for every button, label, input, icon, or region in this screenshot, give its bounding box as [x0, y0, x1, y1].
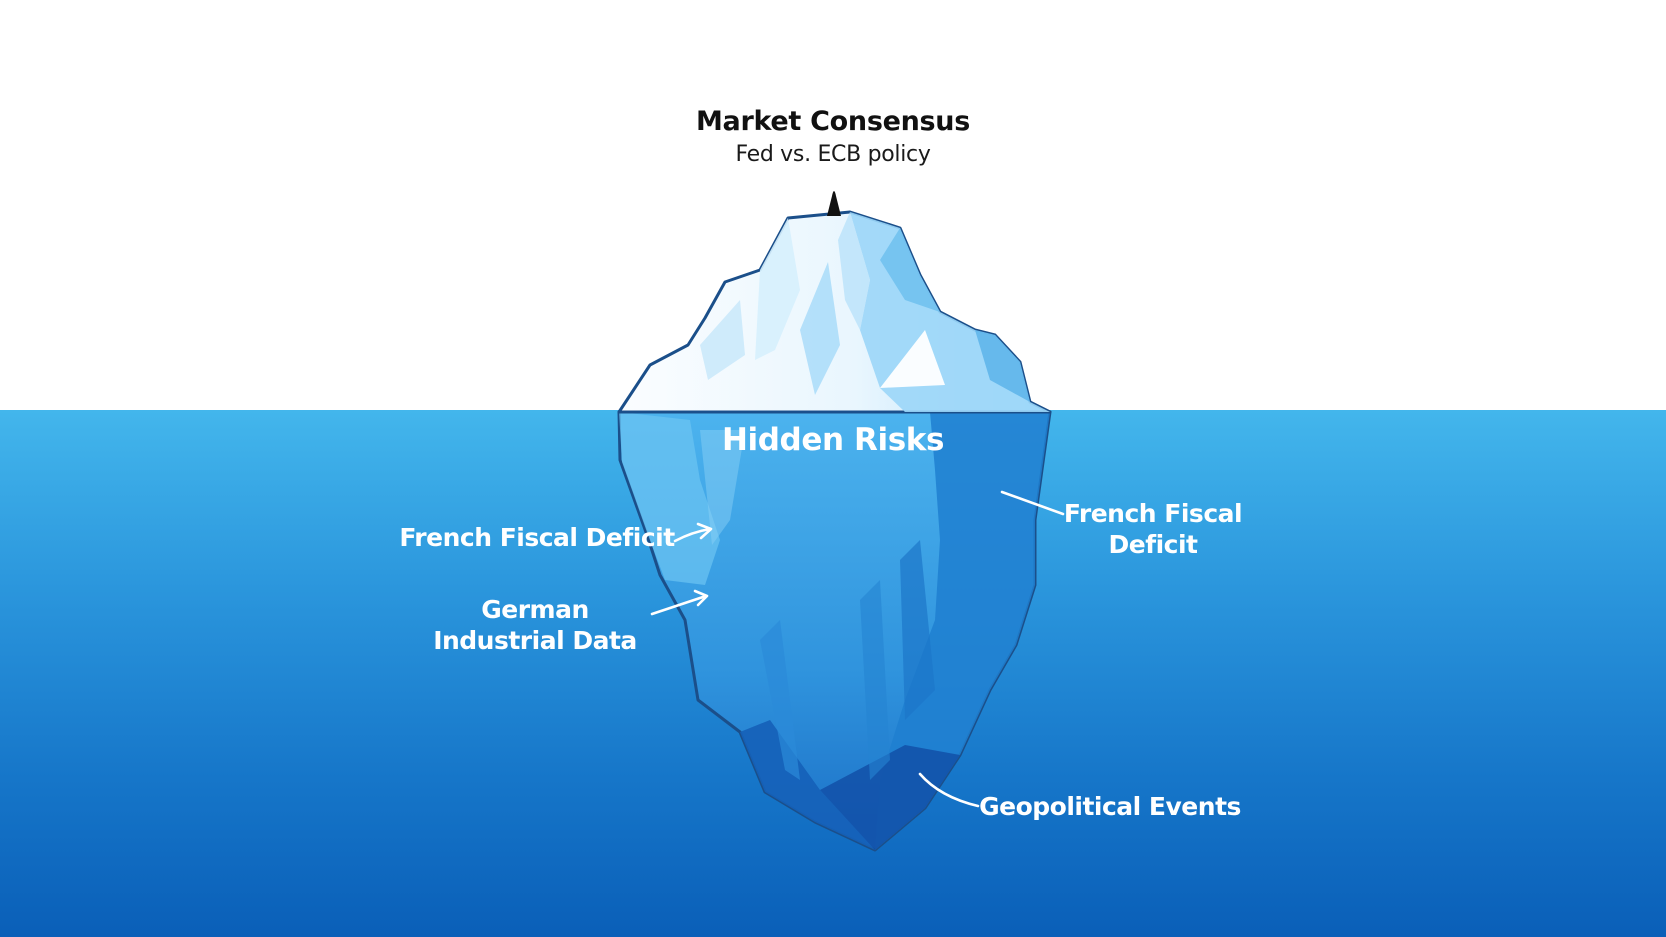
risk-label-german-industrial-data: German Industrial Data — [420, 594, 650, 656]
arrow-right-lower-icon — [918, 772, 980, 808]
risk-label-french-fiscal-deficit-left: French Fiscal Deficit — [399, 523, 675, 552]
market-consensus-subtitle: Fed vs. ECB policy — [735, 142, 931, 167]
market-consensus-title: Market Consensus — [695, 106, 970, 137]
risk-label-german-industrial-data-text: German Industrial Data — [433, 595, 637, 655]
iceberg-underwater — [617, 410, 1052, 852]
arrow-left-lower-icon — [650, 589, 709, 616]
arrow-left-upper-icon — [673, 522, 713, 543]
iceberg-tip — [617, 210, 1052, 414]
hidden-risks-heading: Hidden Risks — [721, 422, 945, 458]
peak-marker-icon — [827, 191, 841, 216]
risk-label-french-fiscal-deficit-right: French Fiscal Deficit — [1063, 499, 1243, 559]
risk-label-geopolitical-events: Geopolitical Events — [979, 792, 1241, 821]
arrow-right-upper-icon — [1000, 490, 1065, 516]
